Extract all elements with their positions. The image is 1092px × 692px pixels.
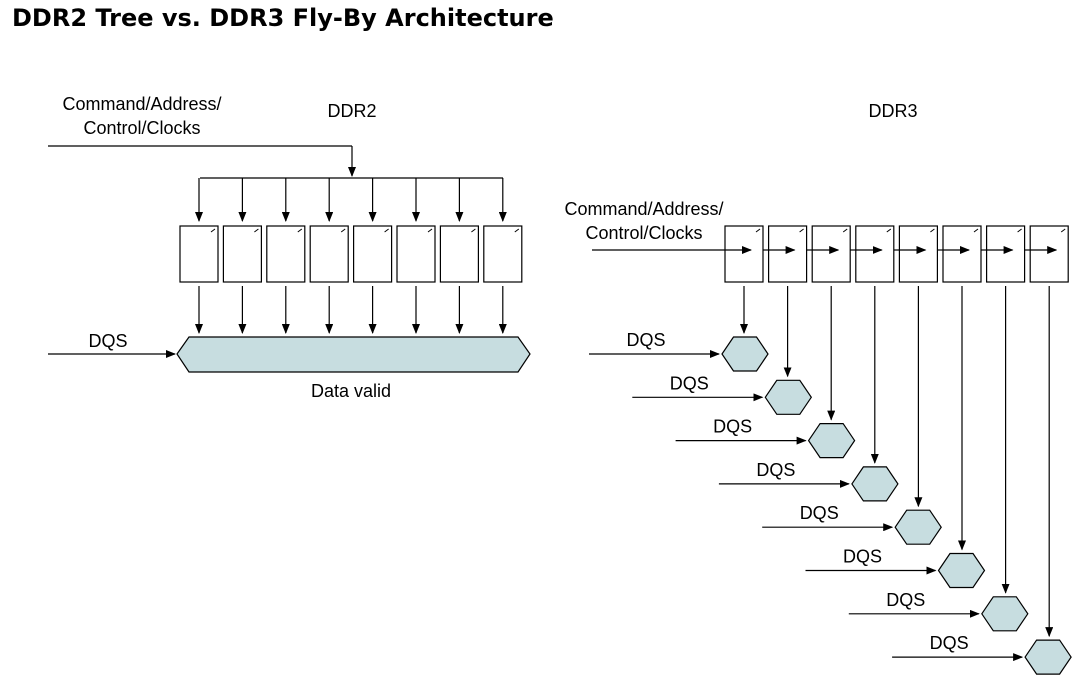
ddr3-dqs-group: DQS DQS DQS DQS DQS DQS DQS DQS xyxy=(589,286,1072,675)
ddr3-data-hexagon xyxy=(937,552,986,589)
ddr3-chip-notch xyxy=(1017,228,1022,233)
ddr3-memory-chip xyxy=(985,225,1026,283)
ddr2-chip-notch xyxy=(514,228,520,233)
ddr3-memory-chip xyxy=(898,225,939,283)
ddr2-chip-notch xyxy=(297,228,303,233)
ddr2-chip-notch xyxy=(340,228,346,233)
ddr2-memory-chip xyxy=(179,225,219,283)
ddr3-chip-notch xyxy=(930,228,935,233)
diagram-title: DDR2 Tree vs. DDR3 Fly-By Architecture xyxy=(12,4,554,32)
ddr3-command-label-line2: Control/Clocks xyxy=(585,223,702,243)
ddr3-data-hexagon xyxy=(894,509,942,545)
ddr3-section: DDR3 Command/Address/ Control/Clocks DQS… xyxy=(564,101,1072,675)
ddr3-dqs-label: DQS xyxy=(930,633,969,653)
ddr3-chip-notch xyxy=(842,228,848,233)
ddr3-heading: DDR3 xyxy=(868,101,917,121)
ddr3-chip-notch xyxy=(799,228,804,233)
ddr3-memory-chip xyxy=(811,225,851,283)
ddr2-chip-notch xyxy=(254,228,259,233)
ddr2-dqs-label: DQS xyxy=(88,331,127,351)
ddr3-dqs-label: DQS xyxy=(756,460,795,480)
ddr3-dqs-label: DQS xyxy=(713,417,752,437)
ddr3-chip-notch xyxy=(755,228,761,233)
ddr3-dqs-label: DQS xyxy=(886,590,925,610)
ddr2-section: DDR2 Command/Address/ Control/Clocks DQS… xyxy=(48,94,531,401)
ddr2-heading: DDR2 xyxy=(327,101,376,121)
ddr3-memory-chip xyxy=(855,225,895,283)
ddr3-memory-chip xyxy=(1029,225,1069,283)
ddr2-chip-notch xyxy=(471,228,476,233)
ddr3-memory-chip xyxy=(724,225,764,283)
ddr3-dqs-label: DQS xyxy=(626,330,665,350)
ddr2-data-valid-bar xyxy=(176,336,531,373)
ddr2-memory-chip xyxy=(266,225,306,283)
ddr2-memory-chip xyxy=(396,225,436,283)
ddr3-chip-notch xyxy=(886,228,892,233)
ddr3-dqs-label: DQS xyxy=(670,373,709,393)
ddr3-dqs-label: DQS xyxy=(800,503,839,523)
ddr3-chip-notch xyxy=(1060,228,1066,233)
ddr2-command-label-line2: Control/Clocks xyxy=(83,118,200,138)
ddr3-memory-chip xyxy=(767,225,808,283)
ddr3-data-hexagon xyxy=(764,379,813,415)
ddr3-data-hexagon xyxy=(981,596,1029,632)
ddr3-command-label-line1: Command/Address/ xyxy=(564,199,723,219)
ddr3-data-hexagon xyxy=(721,336,769,372)
ddr3-data-hexagon xyxy=(851,466,899,502)
ddr2-memory-chip xyxy=(222,225,262,283)
ddr3-data-hexagon xyxy=(807,423,856,459)
ddr2-command-label-line1: Command/Address/ xyxy=(62,94,221,114)
ddr2-chip-notch xyxy=(210,228,216,233)
ddr2-memory-chip xyxy=(353,225,393,283)
ddr2-memory-chip xyxy=(309,225,349,283)
ddr3-chip-group xyxy=(724,225,1069,283)
ddr3-dqs-label: DQS xyxy=(843,547,882,567)
ddr3-data-hexagon xyxy=(1024,639,1072,675)
ddr2-data-valid-label: Data valid xyxy=(311,381,391,401)
ddr2-chip-group xyxy=(179,178,523,334)
ddr3-chip-notch xyxy=(973,228,979,233)
ddr3-memory-chip xyxy=(942,225,982,283)
ddr2-memory-chip xyxy=(483,225,523,283)
ddr2-chip-notch xyxy=(384,228,389,233)
ddr2-chip-notch xyxy=(427,228,433,233)
ddr2-memory-chip xyxy=(439,225,479,283)
